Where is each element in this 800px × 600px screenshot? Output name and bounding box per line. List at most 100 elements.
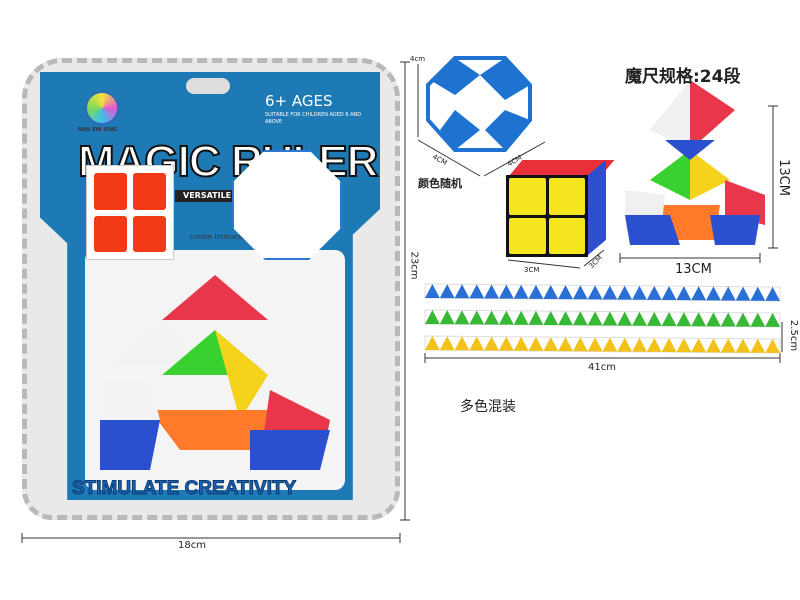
dimension-lines: [21, 61, 783, 543]
strip-segment: [425, 310, 440, 324]
cube-width-label-1: 3CM: [524, 266, 540, 274]
strip-segment: [572, 337, 588, 352]
strip-segment: [735, 338, 751, 353]
strip-segment: [469, 310, 485, 325]
strip-segment: [661, 286, 677, 300]
strip-segment: [558, 285, 573, 300]
strip-segment: [558, 337, 573, 352]
strip-segment: [498, 284, 514, 299]
strip-segment: [720, 338, 736, 353]
strip-segment: [513, 284, 529, 299]
strip-segment: [439, 284, 455, 299]
triangle-shape-product: [625, 80, 765, 245]
red-cube-in-package: [86, 165, 174, 260]
shape-height-label: 13CM: [775, 159, 791, 196]
strip-segment: [646, 311, 662, 326]
strip-segment: [617, 311, 633, 326]
strip-segment: [661, 312, 677, 326]
strip-segment: [602, 337, 618, 352]
strip-segment: [558, 311, 573, 326]
hanger-hole: [186, 78, 230, 94]
strip-segment: [617, 285, 633, 300]
strip-segment: [735, 312, 751, 327]
strip-segment: [676, 286, 692, 301]
strip-segment: [765, 338, 780, 353]
strip-1: [424, 309, 781, 328]
strip-segment: [528, 284, 544, 299]
strip-segment: [454, 310, 470, 325]
2x2-cube-product: [506, 175, 588, 257]
strip-segment: [572, 311, 588, 326]
strip-segment: [543, 311, 559, 325]
versatile-tag: VERSATILE: [175, 190, 240, 202]
strip-height-label: 2.5cm: [788, 319, 800, 352]
strip-segment: [513, 310, 529, 325]
strip-segment: [484, 336, 499, 351]
strip-segment: [646, 337, 662, 352]
snake-strips: [424, 283, 781, 354]
strip-segment: [750, 312, 766, 327]
strip-segment: [646, 285, 662, 300]
package-width-label: 18cm: [178, 540, 206, 551]
ball-height-label: 4cm: [410, 55, 426, 63]
strip-segment: [632, 337, 647, 352]
mixed-colors-label: 多色混装: [460, 399, 516, 415]
strip-segment: [691, 286, 707, 301]
strip-segment: [765, 286, 780, 301]
cube-side-face: [588, 159, 606, 255]
strip-segment: [439, 310, 455, 325]
strip-segment: [676, 338, 692, 353]
strip-segment: [454, 336, 470, 351]
strip-segment: [587, 337, 603, 352]
strip-segment: [691, 312, 707, 327]
snake-ball-in-package: [232, 150, 342, 260]
strip-segment: [735, 286, 751, 301]
strip-segment: [587, 311, 603, 326]
package-slogan: STIMULATE CREATIVITY: [71, 478, 297, 500]
strip-segment: [720, 286, 736, 301]
ages-subtext: SUITABLE FOR CHILDREN AGED 6 AND ABOVE: [265, 112, 362, 125]
strip-segment: [425, 284, 440, 298]
strip-segment: [750, 286, 766, 301]
strip-segment: [543, 337, 559, 351]
strip-segment: [632, 285, 647, 300]
strip-segment: [425, 336, 440, 350]
strip-segment: [469, 284, 485, 299]
strip-segment: [469, 336, 485, 351]
strip-0: [424, 283, 781, 302]
package-triangle-puzzle: [100, 275, 330, 470]
strip-segment: [498, 310, 514, 325]
feature-labels: create interaction: [190, 233, 253, 241]
strip-segment: [661, 338, 677, 352]
brand-name: NAN ZHI XING: [78, 127, 118, 133]
strip-segment: [528, 310, 544, 325]
brand-logo: [84, 90, 120, 126]
strip-segment: [602, 285, 618, 300]
strip-segment: [528, 336, 544, 351]
strip-segment: [706, 338, 721, 353]
strip-segment: [720, 312, 736, 327]
strip-segment: [454, 284, 470, 299]
ages-label: 6+ AGES: [265, 92, 333, 110]
strip-segment: [602, 311, 618, 326]
strip-segment: [632, 311, 647, 326]
strip-segment: [617, 337, 633, 352]
strip-segment: [513, 336, 529, 351]
strip-segment: [676, 312, 692, 327]
shape-width-label: 13CM: [675, 262, 712, 277]
strip-segment: [587, 285, 603, 300]
strip-segment: [439, 336, 455, 351]
snake-ball-product: [426, 56, 532, 152]
strip-segment: [572, 285, 588, 300]
strip-segment: [484, 310, 499, 325]
strip-segment: [498, 336, 514, 351]
strip-length-label: 41cm: [588, 362, 616, 373]
strip-segment: [706, 286, 721, 301]
color-random-label: 颜色随机: [418, 177, 462, 190]
strip-segment: [691, 338, 707, 353]
package-height-label: 23cm: [408, 251, 420, 280]
strip-segment: [543, 285, 559, 299]
spec-label: 魔尺规格:24段: [625, 67, 741, 87]
strip-segment: [765, 312, 780, 327]
strip-segment: [750, 338, 766, 353]
